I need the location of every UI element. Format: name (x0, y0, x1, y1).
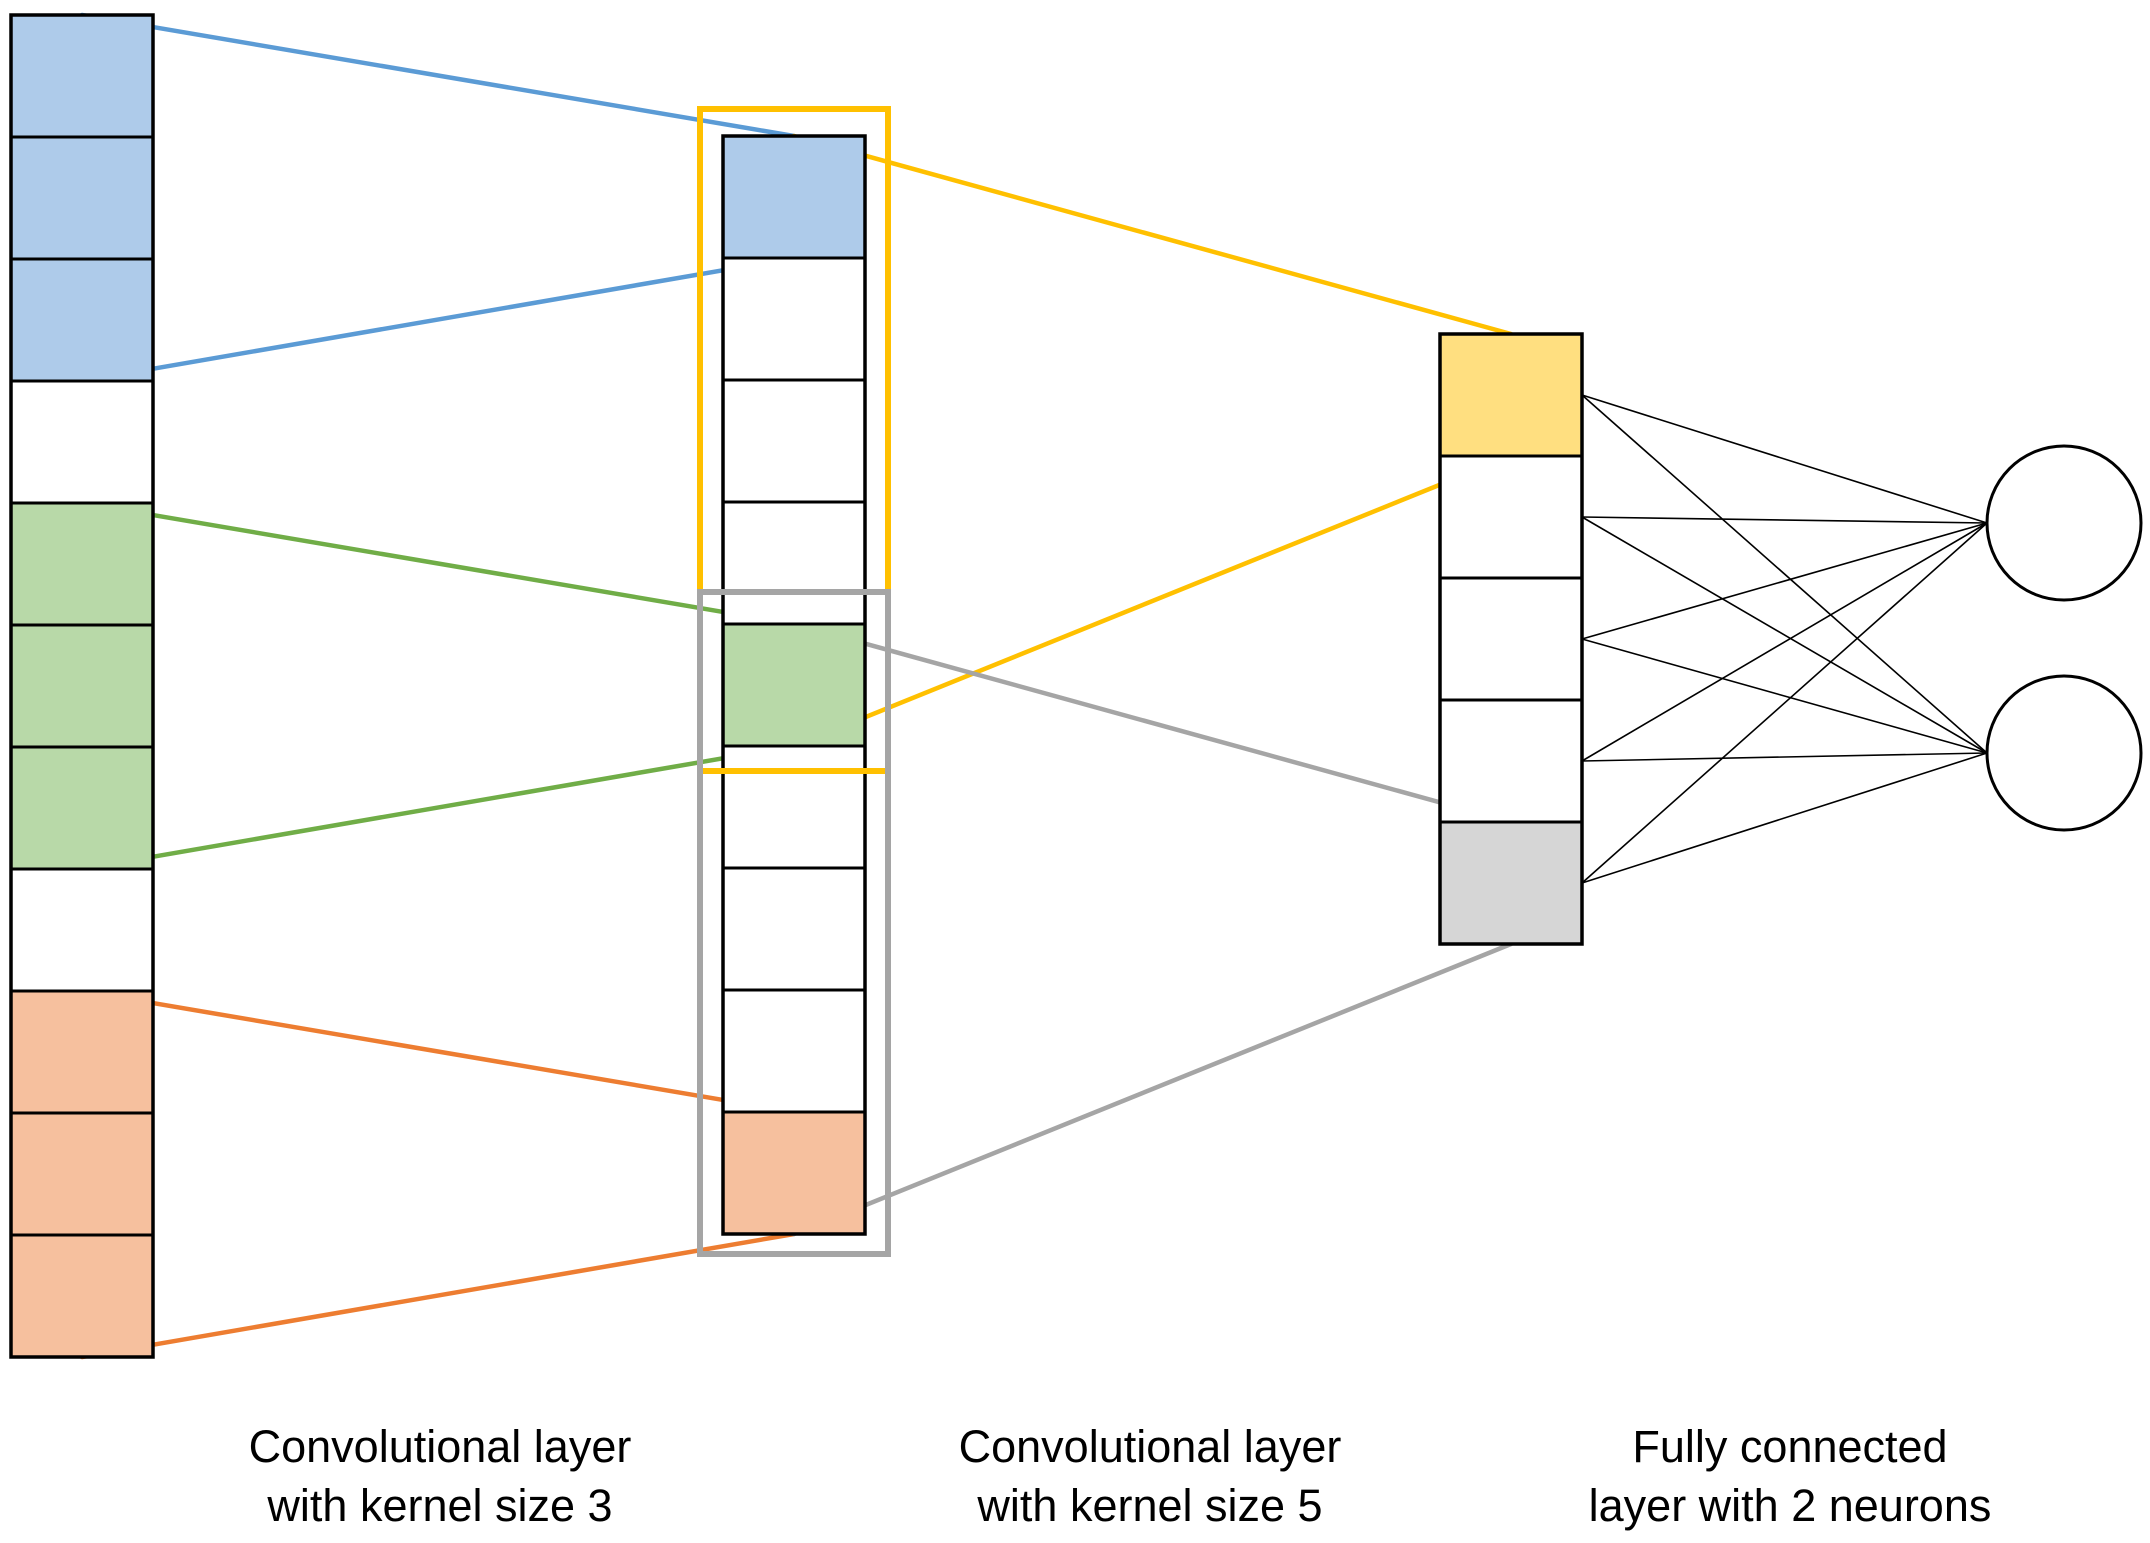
fc-edge-3-to-neuron-1 (1581, 522, 1988, 640)
caption-fully-connected-line1: Fully connected (1632, 1421, 1948, 1472)
green-kernel-top-line (79, 500, 797, 627)
output-neurons (1985, 444, 2143, 832)
yellow-kernel-window-frame (697, 106, 891, 774)
fc-edge-5-to-neuron-2 (1581, 752, 1988, 884)
gray-window-bottom-line (791, 941, 1514, 1237)
fc-edge-1-to-neuron-1 (1581, 394, 1988, 524)
input-cell-1 (9, 13, 155, 139)
fc-edge-1-to-neuron-2 (1581, 394, 1988, 754)
fully-connected-edges (1581, 394, 1988, 884)
fc-edge-2-to-neuron-2 (1581, 516, 1988, 754)
pooled-cell-1 (1438, 332, 1584, 458)
green-kernel-bottom-line (79, 743, 797, 872)
fc-edge-2-to-neuron-1 (1581, 516, 1988, 524)
caption-conv-kernel-5-line1: Convolutional layer (958, 1421, 1342, 1472)
fc-edge-3-to-neuron-2 (1581, 638, 1988, 754)
input-cell-4 (9, 379, 155, 505)
conv-cell-2 (721, 256, 867, 382)
gray-window-top-line (791, 621, 1514, 825)
caption-conv-kernel-3: Convolutional layer with kernel size 3 (190, 1417, 690, 1535)
fc-edge-4-to-neuron-1 (1581, 522, 1988, 762)
conv-column-outline (721, 134, 867, 1236)
pooled-cell-2 (1438, 454, 1584, 580)
input-cell-3 (9, 257, 155, 383)
pooled-layer-column (1438, 332, 1584, 946)
pooled-cell-3 (1438, 576, 1584, 702)
input-cell-8 (9, 867, 155, 993)
kernel-connector-lines (79, 12, 1514, 1360)
fc-edge-5-to-neuron-1 (1581, 522, 1988, 884)
caption-conv-kernel-5-line2: with kernel size 5 (977, 1480, 1323, 1531)
input-cell-10 (9, 1111, 155, 1237)
kernel-window-frames (697, 106, 891, 1257)
caption-fully-connected: Fully connected layer with 2 neurons (1530, 1417, 2050, 1535)
conv-cell-4 (721, 500, 867, 626)
yellow-window-bottom-line (791, 453, 1514, 749)
conv-cell-8 (721, 988, 867, 1114)
conv-cell-7 (721, 866, 867, 992)
input-cell-11 (9, 1233, 155, 1359)
blue-kernel-top-line (79, 12, 797, 139)
orange-kernel-top-line (79, 988, 797, 1115)
input-cell-6 (9, 623, 155, 749)
caption-conv-kernel-3-line1: Convolutional layer (248, 1421, 632, 1472)
conv-cell-9 (721, 1110, 867, 1236)
input-cell-7 (9, 745, 155, 871)
input-cell-2 (9, 135, 155, 261)
input-layer-column (9, 13, 155, 1359)
blue-kernel-bottom-line (79, 255, 797, 384)
output-neuron-1 (1985, 444, 2143, 602)
conv-cell-6 (721, 744, 867, 870)
yellow-window-top-line (791, 133, 1514, 337)
caption-fully-connected-line2: layer with 2 neurons (1588, 1480, 1992, 1531)
orange-kernel-bottom-line (79, 1231, 797, 1360)
output-neuron-2 (1985, 674, 2143, 832)
input-column-outline (9, 13, 155, 1359)
input-cell-9 (9, 989, 155, 1115)
pooled-cell-4 (1438, 698, 1584, 824)
conv-cell-5 (721, 622, 867, 748)
conv-cell-1 (721, 134, 867, 260)
fc-edge-4-to-neuron-2 (1581, 752, 1988, 762)
caption-conv-kernel-5: Convolutional layer with kernel size 5 (900, 1417, 1400, 1535)
conv-layer-column (721, 134, 867, 1236)
pooled-cell-5 (1438, 820, 1584, 946)
input-cell-5 (9, 501, 155, 627)
conv-cell-3 (721, 378, 867, 504)
caption-conv-kernel-3-line2: with kernel size 3 (267, 1480, 613, 1531)
gray-kernel-window-frame (697, 589, 891, 1257)
